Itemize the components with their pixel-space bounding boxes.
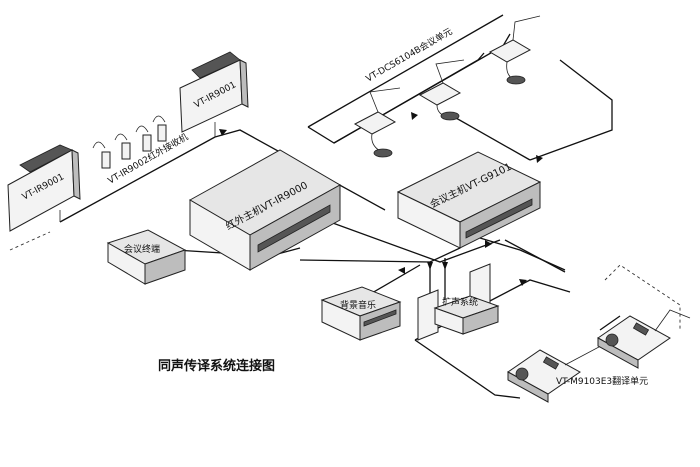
background-music-label: 背景音乐 <box>340 299 376 311</box>
ir-receiver-2 <box>114 133 131 160</box>
conference-terminal: 会议终端 <box>106 229 187 285</box>
ir-receiver-4 <box>152 115 167 142</box>
conference-terminal-label: 会议终端 <box>124 243 160 255</box>
cables <box>9 14 681 399</box>
interpreter-unit-1 <box>507 339 641 403</box>
background-music: 背景音乐 <box>320 286 402 341</box>
interpreter-units: VT-M9103E3翻译单元 <box>507 309 691 403</box>
interpreter-unit-2 <box>597 309 691 369</box>
ir-receivers: VT-IR9002红外接收机 <box>92 115 190 187</box>
conference-host: 会议主机VT-G9101 <box>396 151 542 249</box>
ir-receiver-3 <box>135 125 152 152</box>
ir-emitter-right: VT-IR9001 <box>179 51 249 137</box>
conference-unit-3 <box>488 15 541 85</box>
pa-system-label: 扩声系统 <box>442 296 478 308</box>
diagram-title: 同声传译系统连接图 <box>158 358 275 374</box>
conference-units: VT-DCS6104B会议单元 <box>353 15 541 158</box>
ir-host: 红外主机VT-IR9000 <box>188 149 342 271</box>
conference-unit-1 <box>353 87 401 158</box>
ir-receiver-1 <box>92 141 111 169</box>
ir-emitter-left: VT-IR9001 <box>7 144 81 232</box>
pa-system: 扩声系统 <box>417 263 500 341</box>
conference-units-label: VT-DCS6104B会议单元 <box>364 25 455 84</box>
interpreter-units-label: VT-M9103E3翻译单元 <box>556 375 648 387</box>
conference-unit-2 <box>418 59 465 121</box>
